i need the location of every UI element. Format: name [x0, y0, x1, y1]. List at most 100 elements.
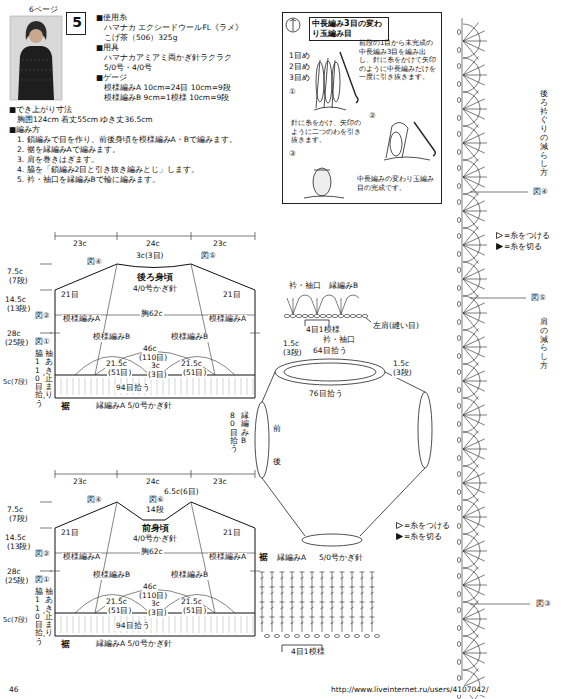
dimension-label: 脇110目拾う	[35, 350, 43, 408]
stitch-chart	[463, 58, 480, 92]
stitch-chart	[463, 602, 480, 636]
stitch-chart	[463, 109, 478, 127]
edging-chart	[280, 587, 285, 588]
stitch-chart	[463, 227, 478, 245]
edging-chart	[332, 314, 338, 317]
dimension-label: 5c(7段)	[2, 617, 29, 625]
edging-chart	[302, 314, 308, 317]
stitch-chart	[463, 585, 487, 586]
stitch-chart	[463, 75, 485, 85]
dimension-label: 模様編みB	[92, 571, 131, 580]
stitch-illustration	[314, 107, 346, 110]
stitch-chart	[457, 369, 460, 374]
edging-chart	[311, 298, 317, 314]
stitch-chart	[457, 641, 460, 646]
edging-chart	[301, 577, 304, 579]
stitch-chart	[462, 18, 463, 680]
dimension-label: 図①	[34, 338, 51, 347]
hem-texture	[61, 616, 253, 633]
edging-chart	[350, 602, 355, 603]
stitch-chart	[457, 131, 460, 136]
stitch-chart	[457, 607, 460, 612]
dimension-label: (13段)	[6, 305, 31, 314]
stitch-chart	[457, 115, 460, 120]
dimension-label: 図④	[86, 496, 103, 505]
stitch-chart	[463, 517, 485, 527]
stitch-chart	[463, 364, 480, 398]
stitch-chart	[463, 201, 485, 211]
stitch-chart	[463, 65, 485, 75]
step-label: 1目め	[288, 52, 311, 61]
stitch-chart	[463, 235, 485, 245]
edging-chart	[271, 622, 274, 624]
stitch-chart	[463, 670, 480, 699]
edging-chart	[314, 314, 320, 317]
edging-chart	[291, 607, 294, 609]
edging-chart	[331, 622, 334, 624]
stitch-chart	[463, 211, 487, 212]
edging-chart	[291, 577, 294, 579]
edging-chart	[281, 607, 284, 609]
stitch-chart	[463, 381, 485, 391]
edging-chart	[304, 635, 309, 638]
edging-chart	[317, 298, 323, 314]
step-label: ③	[288, 150, 297, 159]
stitch-illustration	[304, 170, 344, 198]
dimension-label: 14段	[145, 506, 165, 515]
stitch-chart	[463, 449, 487, 450]
edging-chart	[290, 617, 295, 618]
stitch-chart	[457, 97, 460, 102]
stitch-chart	[463, 279, 478, 297]
stitch-chart	[463, 381, 478, 399]
page-number: 46	[8, 686, 20, 695]
stitch-chart	[457, 659, 460, 664]
edging-chart	[310, 572, 315, 573]
stitch-chart	[457, 149, 460, 154]
stitch-chart	[457, 539, 460, 544]
edging-chart	[371, 592, 374, 594]
stitch-chart	[457, 421, 460, 426]
stitch-chart	[463, 567, 478, 585]
edging-chart	[323, 295, 335, 298]
legend-symbol	[496, 232, 503, 239]
dimension-label: 図②	[34, 550, 51, 559]
edging-chart	[260, 572, 265, 573]
stitch-chart	[457, 403, 460, 408]
dimension-label: 袖あき止まり	[45, 350, 53, 400]
stitch-chart	[457, 505, 460, 510]
dimension-label: 21.5c	[105, 360, 128, 369]
dimension-label: 14.5c	[4, 534, 27, 543]
pattern-guide-line	[50, 264, 260, 375]
edging-chart	[264, 635, 269, 638]
stitch-chart	[463, 415, 487, 416]
stitch-illustration	[386, 122, 408, 158]
dimension-label: 94目拾う	[115, 622, 151, 631]
stitch-chart	[457, 387, 460, 392]
stitch-chart	[463, 269, 485, 279]
edging-chart	[290, 572, 295, 573]
chart-label: 肩の減らし方	[540, 318, 548, 371]
edging-chart	[311, 592, 314, 594]
dimension-label: 模様編みA	[208, 553, 247, 562]
stitch-chart	[463, 431, 478, 449]
edging-chart	[361, 622, 364, 624]
stitch-chart	[463, 109, 485, 119]
edging-chart	[330, 617, 335, 618]
legend-text: =糸をつける	[404, 521, 450, 530]
dimension-label: (7段)	[8, 515, 29, 524]
pattern-note: ■でき上がり寸法	[8, 106, 73, 115]
edging-chart	[300, 587, 305, 588]
edging-chart	[284, 635, 289, 638]
stitch-chart	[457, 625, 460, 630]
dimension-label: 図②	[34, 312, 51, 321]
dimension-label: 縁編みA 5/0号かぎ針	[95, 640, 173, 649]
edging-chart	[260, 587, 265, 588]
stitch-chart	[463, 609, 485, 619]
edging-chart	[354, 635, 359, 638]
edging-chart	[310, 617, 315, 618]
stitch-chart	[463, 653, 478, 671]
edging-chart	[300, 572, 305, 573]
stitch-chart	[457, 573, 460, 578]
stitch-chart	[463, 507, 485, 517]
edging-chart	[344, 314, 350, 317]
